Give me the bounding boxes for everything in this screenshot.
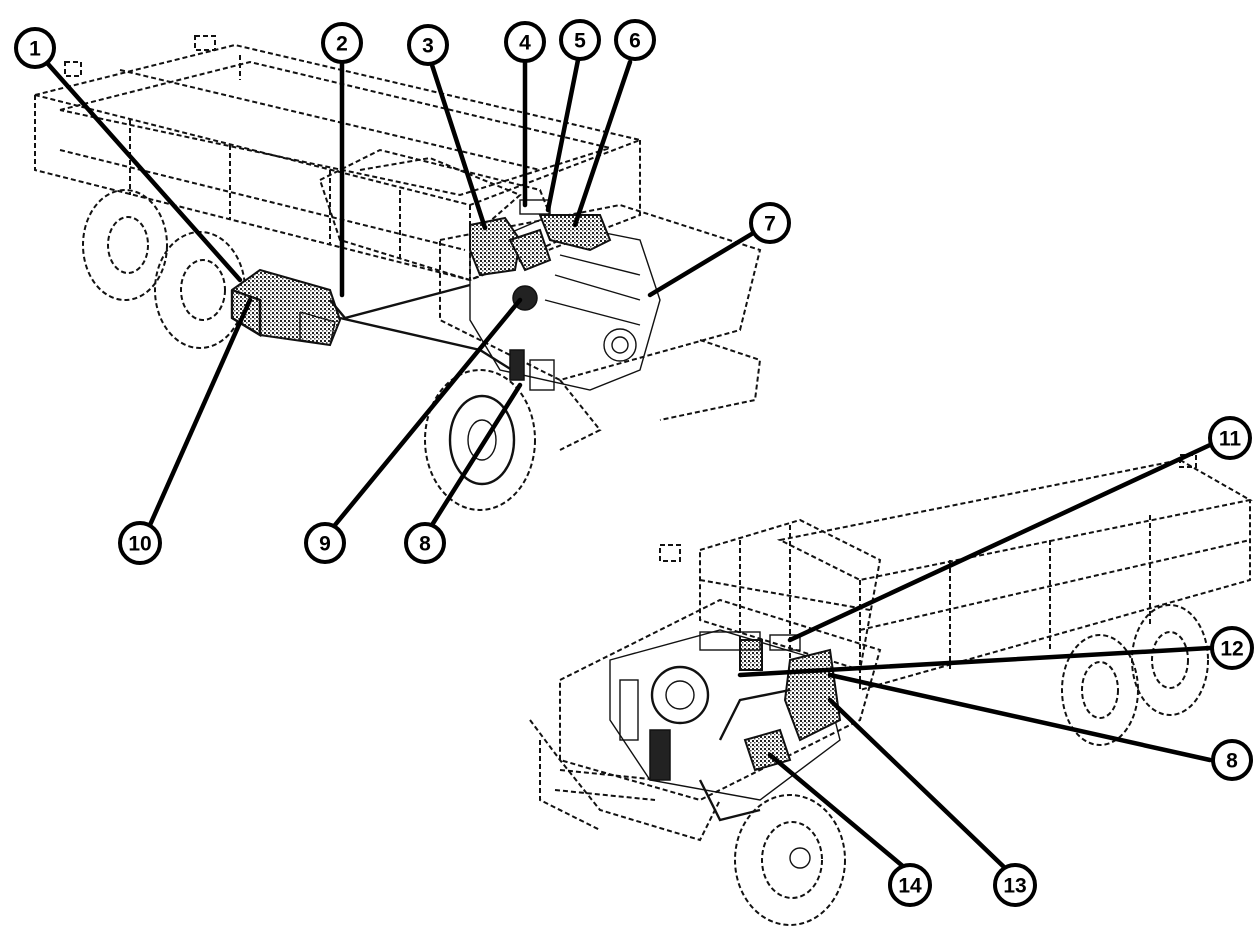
- upper-rear-wheel-1: [82, 189, 168, 301]
- lower-hood: [559, 598, 882, 802]
- fuel-hose: [509, 349, 525, 381]
- callout-1: 1: [14, 27, 56, 69]
- callout-6-label: 6: [629, 30, 641, 53]
- callout-3: 3: [407, 24, 449, 66]
- callout-9: 9: [304, 522, 346, 564]
- callout-4: 4: [504, 21, 546, 63]
- callout-8-lower: 8: [1211, 739, 1253, 781]
- leader-lines: [37, 52, 1213, 871]
- fuel-filter-lower: [739, 639, 763, 671]
- upper-truck: [34, 35, 762, 511]
- upper-front-wheel: [424, 369, 536, 511]
- callout-7-label: 7: [764, 213, 776, 236]
- callout-14-label: 14: [898, 875, 922, 898]
- upper-hood: [439, 203, 762, 382]
- callout-6: 6: [614, 19, 656, 61]
- callout-13-label: 13: [1003, 875, 1026, 898]
- callout-5: 5: [559, 19, 601, 61]
- lower-front-wheel: [734, 794, 846, 926]
- fan-pulley: [650, 665, 710, 725]
- callout-13: 13: [993, 863, 1037, 907]
- callout-4-label: 4: [519, 32, 531, 55]
- callout-11: 11: [1208, 416, 1252, 460]
- callout-1-label: 1: [29, 38, 41, 61]
- callout-8-upper-label: 8: [419, 533, 431, 556]
- callout-5-label: 5: [574, 30, 586, 53]
- fuel-line-upper: [329, 283, 471, 320]
- callout-14: 14: [888, 863, 932, 907]
- callout-2: 2: [321, 22, 363, 64]
- upper-cargo-bed-side: [34, 95, 641, 282]
- fuel-filter-primary: [469, 216, 522, 277]
- fuel-filter-secondary: [508, 228, 552, 272]
- lower-engine: [609, 629, 842, 822]
- callout-12: 12: [1210, 626, 1254, 670]
- callout-8-lower-label: 8: [1226, 750, 1238, 773]
- callout-8-upper: 8: [404, 522, 446, 564]
- fuel-tank-lower: [783, 648, 842, 742]
- upper-engine: [469, 199, 661, 391]
- callout-3-label: 3: [422, 35, 434, 58]
- lower-cab-frame: [699, 518, 882, 672]
- fuel-tank: [230, 268, 342, 347]
- callout-11-label: 11: [1219, 428, 1242, 451]
- upper-cargo-bed-top: [34, 43, 644, 207]
- callout-7: 7: [749, 202, 791, 244]
- callout-10: 10: [118, 521, 162, 565]
- lower-cargo-bed-top: [776, 458, 1253, 582]
- callout-12-label: 12: [1220, 638, 1243, 661]
- callout-2-label: 2: [336, 33, 348, 56]
- callout-10-label: 10: [128, 533, 151, 556]
- callout-9-label: 9: [319, 533, 331, 556]
- lower-rear-wheel-2: [1131, 604, 1209, 716]
- injection-pump-cover: [538, 214, 612, 252]
